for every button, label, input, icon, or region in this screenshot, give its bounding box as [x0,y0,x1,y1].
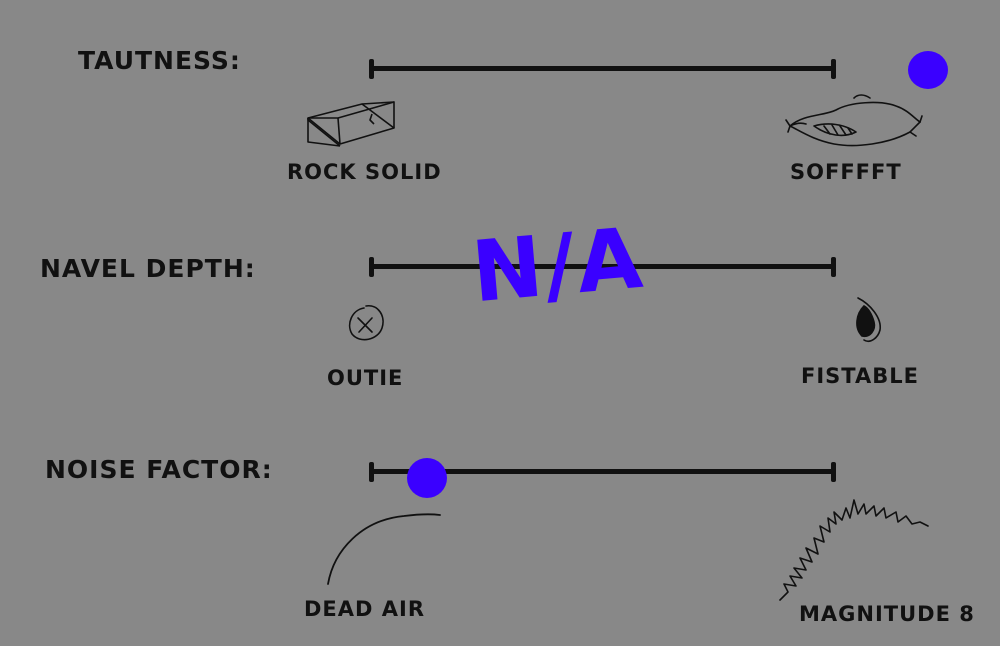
noise-factor-max-label: MAGNITUDE 8 [799,602,975,626]
navel-depth-track[interactable] [371,264,835,269]
tautness-max-label: SOFFFFT [790,160,902,184]
tautness-min-label: ROCK SOLID [287,160,442,184]
tautness-label: TAUTNESS: [78,46,241,75]
deep-navel-icon [856,297,881,343]
navel-depth-track-end-cap [831,257,836,277]
seismic-wave-icon [779,499,929,601]
tautness-track-end-cap [831,59,836,79]
navel-depth-max-label: FISTABLE [801,364,919,388]
flat-curve-icon [327,513,441,585]
not-applicable-scrawl: N/A [468,208,648,322]
noise-factor-marker[interactable] [406,458,447,498]
noise-factor-track-end-cap [831,462,836,482]
pillow-icon [785,94,923,147]
noise-factor-label: NOISE FACTOR: [45,455,273,484]
outie-navel-icon [348,305,384,341]
noise-factor-min-label: DEAD AIR [304,597,426,621]
navel-depth-label: NAVEL DEPTH: [40,254,256,283]
tautness-marker[interactable] [907,51,948,89]
tautness-track[interactable] [371,66,835,71]
navel-depth-min-label: OUTIE [327,366,404,390]
noise-factor-track[interactable] [371,469,835,474]
brick-icon [307,101,395,147]
